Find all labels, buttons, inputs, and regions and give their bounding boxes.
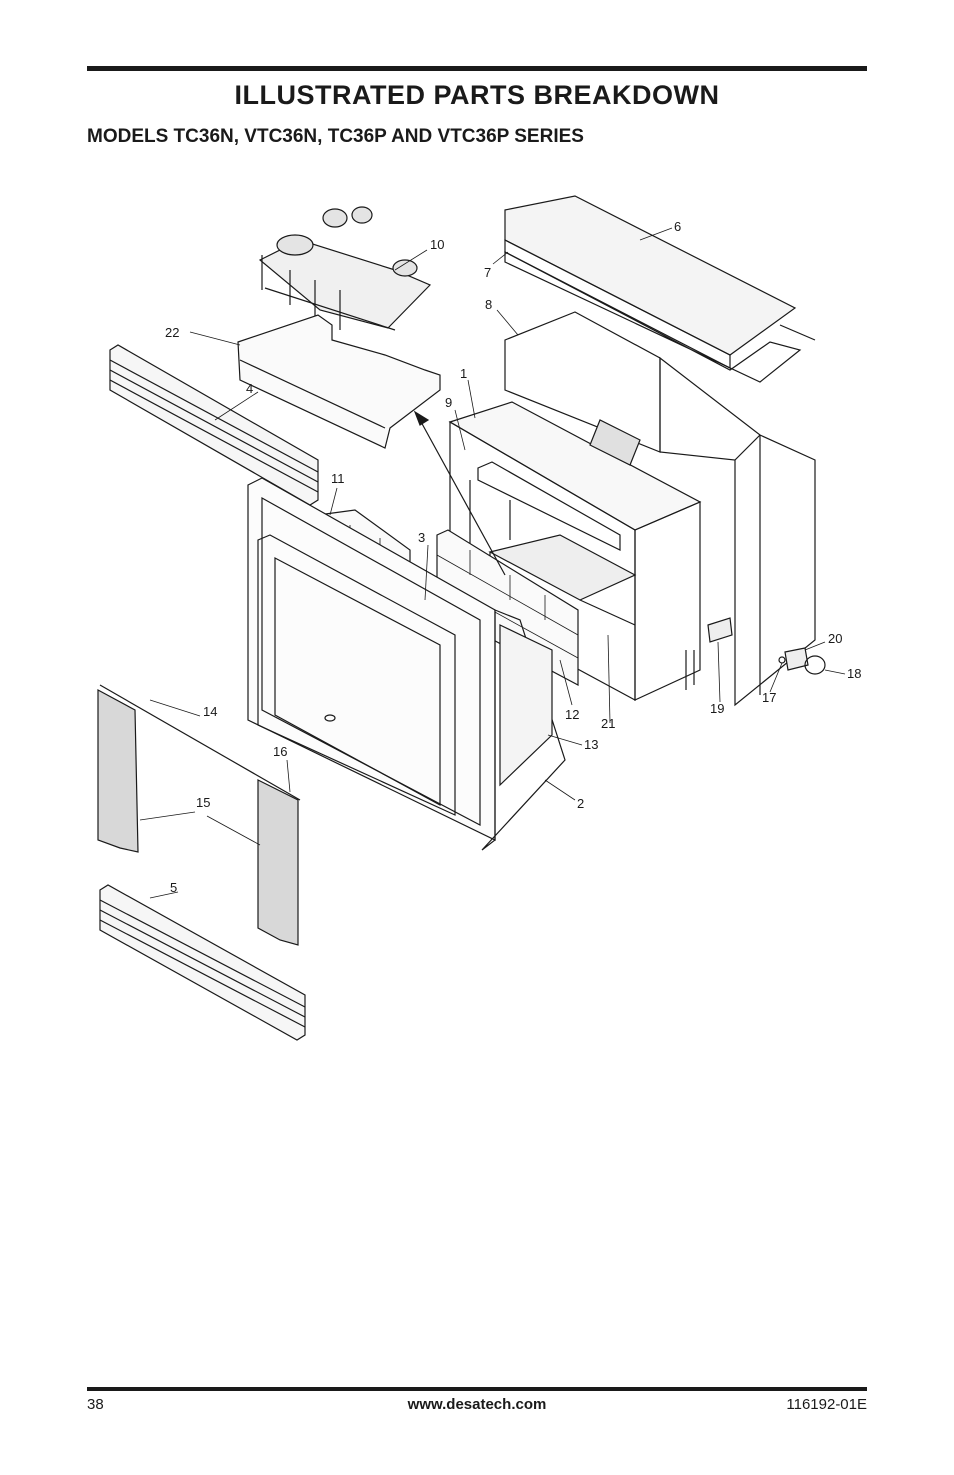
callout-5: 5 xyxy=(170,880,177,895)
grate-frame-drawing xyxy=(237,314,441,449)
page-title: ILLUSTRATED PARTS BREAKDOWN xyxy=(234,80,720,110)
log-set-drawing xyxy=(258,206,432,331)
top-louver-drawing xyxy=(109,344,319,506)
callout-20: 20 xyxy=(828,631,842,646)
top-panel-drawing xyxy=(504,195,816,383)
callout-19: 19 xyxy=(710,701,724,716)
bottom-louver-drawing xyxy=(99,884,306,1041)
callout-17: 17 xyxy=(762,690,776,705)
parts-diagram: 6 7 8 10 22 4 1 9 11 3 12 21 13 2 20 18 … xyxy=(0,180,954,1060)
outer-enclosure-drawing xyxy=(504,311,816,707)
page-subtitle: MODELS TC36N, VTC36N, TC36P AND VTC36P S… xyxy=(87,126,584,147)
valve-parts-drawing xyxy=(707,617,826,675)
callout-8: 8 xyxy=(485,297,492,312)
callout-4: 4 xyxy=(246,381,253,396)
callout-12: 12 xyxy=(565,707,579,722)
callout-9: 9 xyxy=(445,395,452,410)
callout-11: 11 xyxy=(331,471,345,486)
bottom-rule xyxy=(87,1387,867,1391)
leader-lines xyxy=(139,227,846,899)
screen-drawing xyxy=(97,684,301,946)
callout-10: 10 xyxy=(430,237,444,252)
callout-18: 18 xyxy=(847,666,861,681)
callout-16: 16 xyxy=(273,744,287,759)
front-facade-drawing xyxy=(247,477,566,851)
top-rule xyxy=(87,66,867,71)
callout-21: 21 xyxy=(601,716,615,731)
document-number: 116192-01E xyxy=(786,1396,867,1413)
callout-15: 15 xyxy=(196,795,210,810)
website-link[interactable]: www.desatech.com xyxy=(407,1396,547,1413)
firebox-drawing xyxy=(448,401,702,702)
callout-22: 22 xyxy=(165,325,179,340)
callout-6: 6 xyxy=(674,219,681,234)
arrow-head xyxy=(413,410,430,426)
callout-13: 13 xyxy=(584,737,598,752)
callout-14: 14 xyxy=(203,704,217,719)
assembly-arrow xyxy=(419,419,506,576)
callout-1: 1 xyxy=(460,366,467,381)
callout-3: 3 xyxy=(418,530,425,545)
callout-2: 2 xyxy=(577,796,584,811)
page-number: 38 xyxy=(87,1396,104,1413)
callout-7: 7 xyxy=(484,265,491,280)
